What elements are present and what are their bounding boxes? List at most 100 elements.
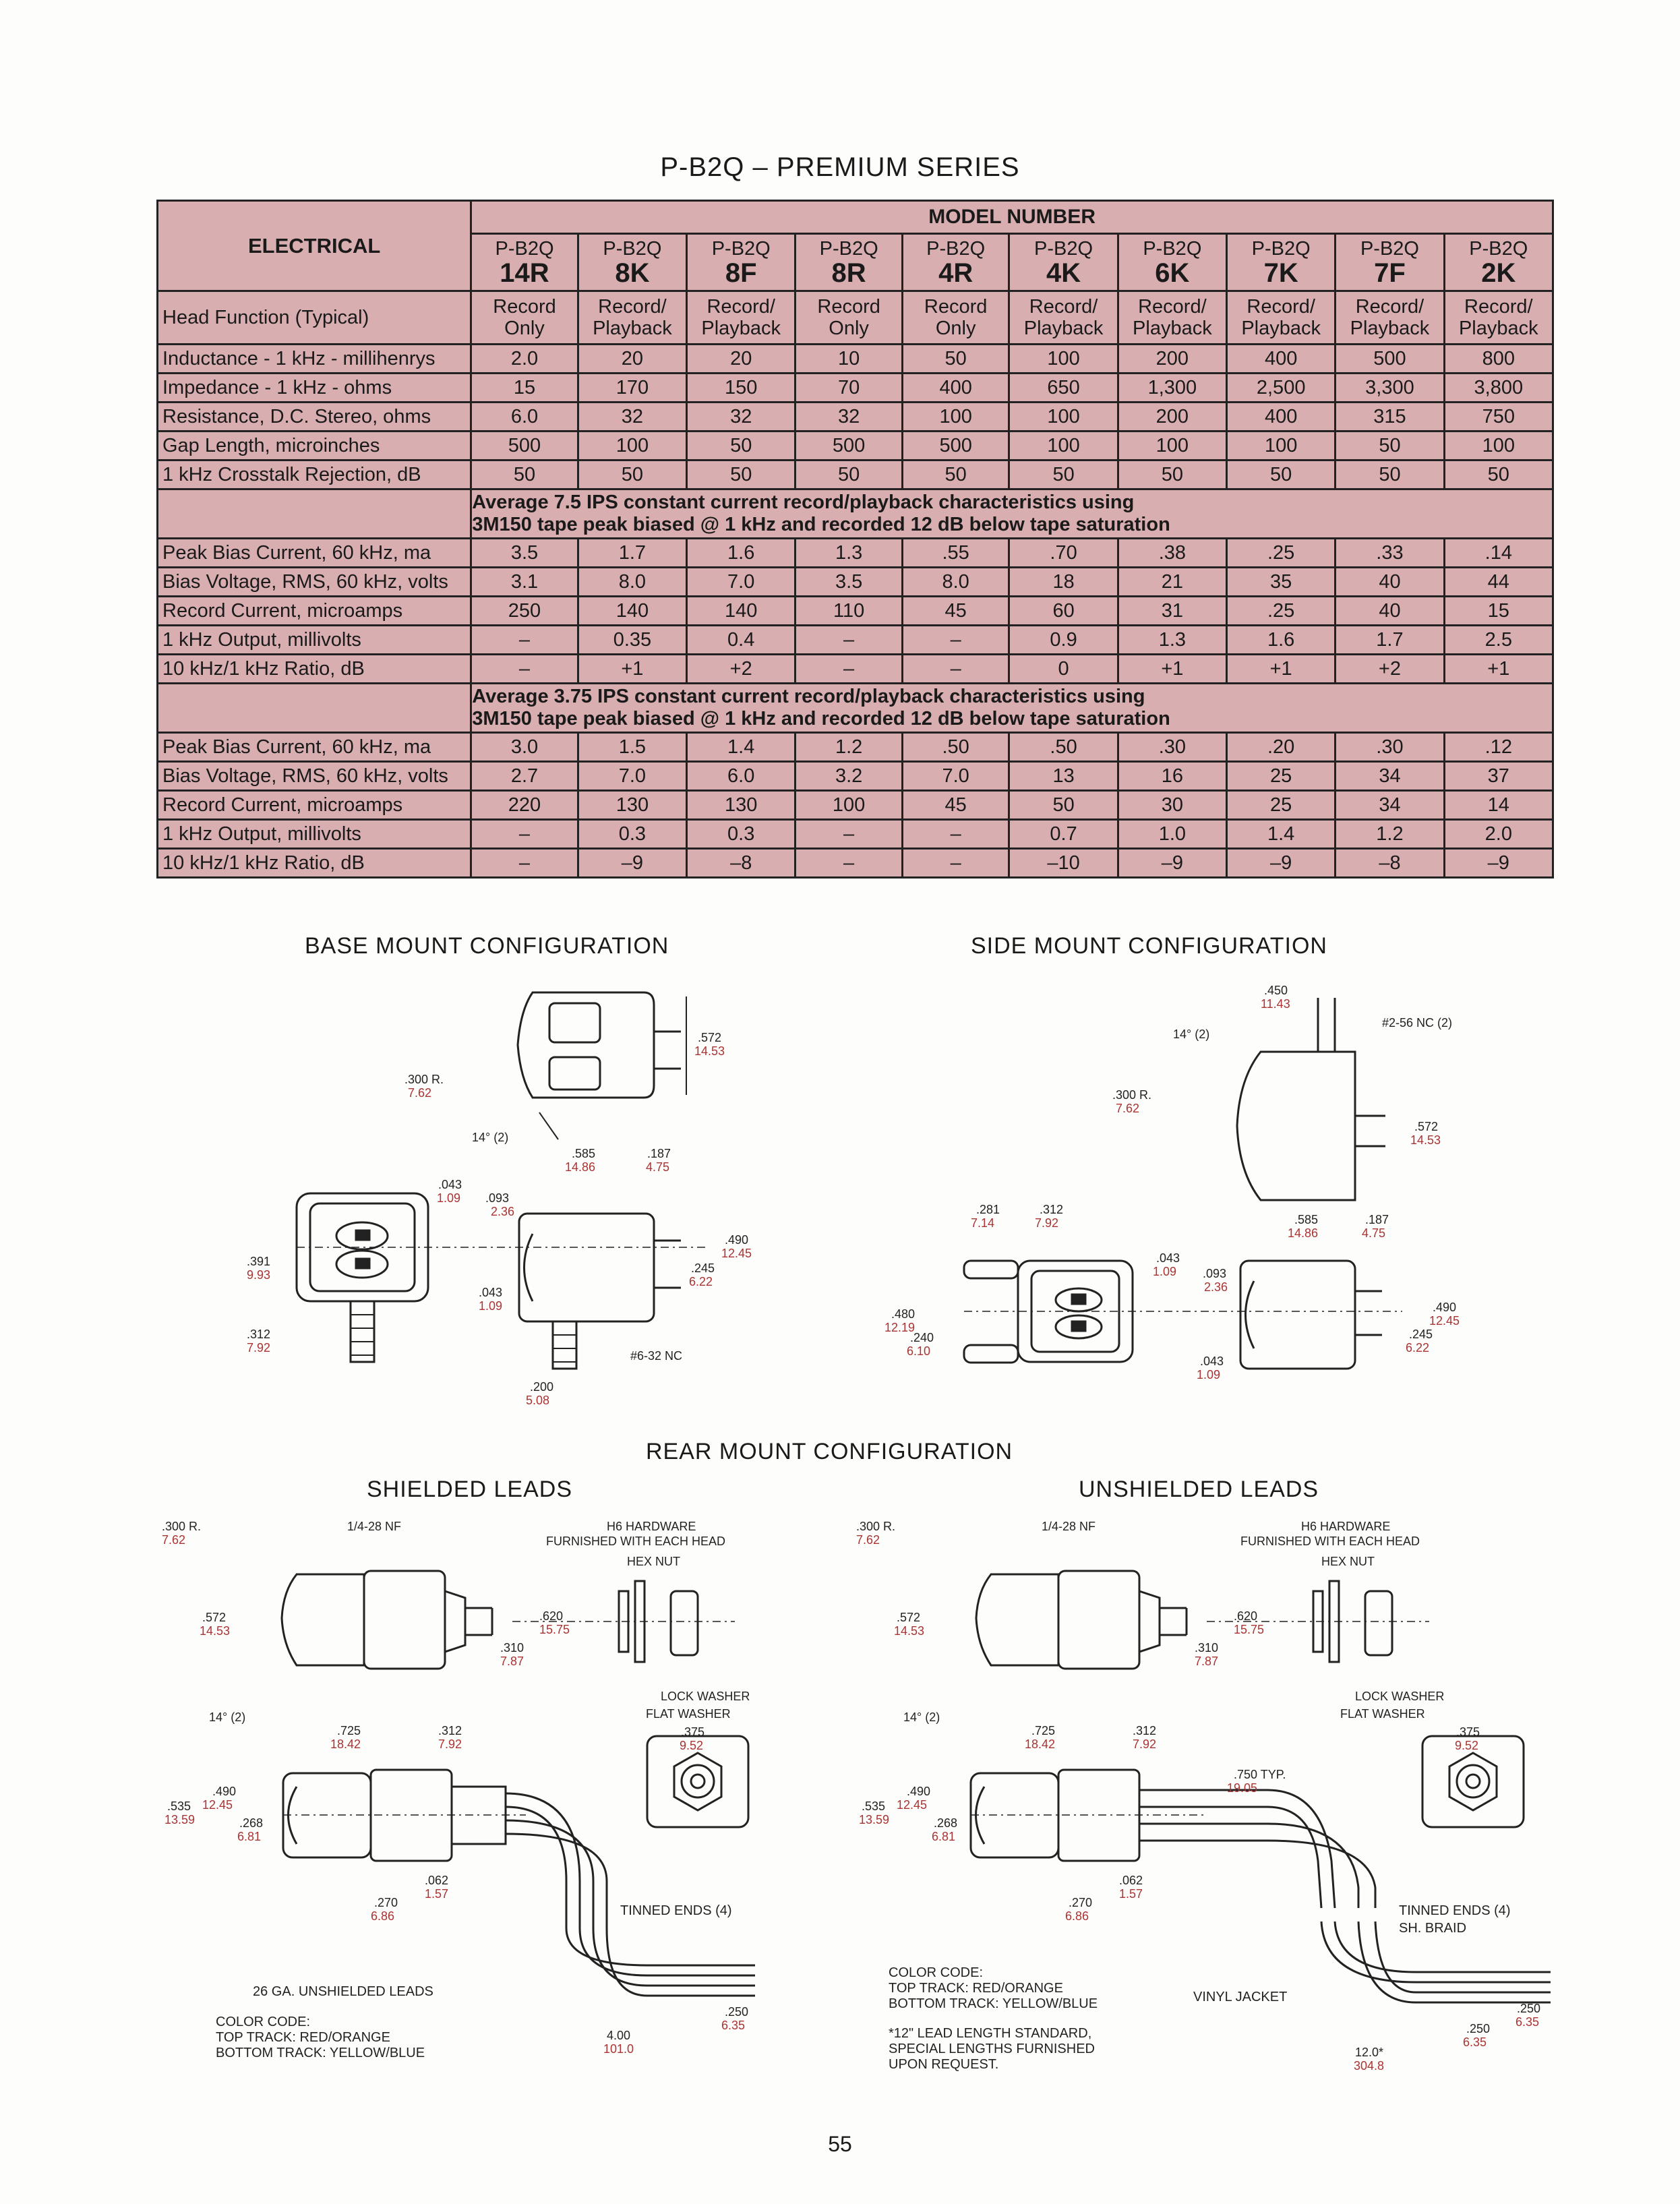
table-cell: – <box>901 847 1011 878</box>
table-cell: .50 <box>901 732 1011 763</box>
note-line: 3M150 tape peak biased @ 1 kHz and recor… <box>472 514 1170 535</box>
row-label: Bias Voltage, RMS, 60 kHz, volts <box>156 566 473 597</box>
row-label: 1 kHz Output, millivolts <box>156 818 473 850</box>
table-cell: 1.6 <box>686 537 797 568</box>
table-cell: 45 <box>901 790 1011 821</box>
table-cell: – <box>901 624 1011 655</box>
table-cell: 30 <box>1116 790 1228 821</box>
dim-label: FURNISHED WITH EACH HEAD <box>1240 1535 1420 1548</box>
table-cell: 0.7 <box>1008 818 1119 850</box>
dim-label: 6.22 <box>689 1275 713 1288</box>
dim-label: .490 <box>1433 1301 1456 1314</box>
dim-label: .312 <box>1133 1724 1156 1737</box>
table-cell: 250 <box>470 595 579 626</box>
dim-label: .310 <box>1195 1641 1218 1655</box>
shielded-side-view <box>282 1768 755 1997</box>
table-cell: –9 <box>1226 847 1337 878</box>
cell-line: Playback <box>1458 318 1538 339</box>
cell-line: Record <box>924 296 988 318</box>
table-cell: 100 <box>1226 430 1337 461</box>
model-code: 8F <box>725 258 757 288</box>
dim-label: 4.75 <box>1362 1226 1385 1240</box>
dim-label: 12.45 <box>721 1247 752 1260</box>
table-cell: 50 <box>794 459 903 490</box>
dim-label: 5.08 <box>526 1394 549 1407</box>
table-cell: 650 <box>1008 372 1119 403</box>
dim-label: SPECIAL LENGTHS FURNISHED <box>889 2042 1095 2056</box>
dim-label: 9.93 <box>247 1268 270 1282</box>
dim-label: .250 <box>1466 2022 1490 2035</box>
dim-label: COLOR CODE: <box>216 2015 310 2029</box>
table-cell: 3.2 <box>794 761 903 792</box>
table-cell: +2 <box>1334 653 1445 684</box>
table-cell: +2 <box>686 653 797 684</box>
dim-label: .490 <box>907 1785 930 1798</box>
unshielded-side-view <box>969 1768 1551 2004</box>
dim-label: .535 <box>167 1799 191 1813</box>
dim-label: 6.35 <box>721 2019 745 2032</box>
table-cell: 140 <box>686 595 797 626</box>
table-cell: 170 <box>576 372 688 403</box>
table-cell: 400 <box>901 372 1011 403</box>
model-prefix: P-B2Q <box>711 238 771 260</box>
dim-label: 14.53 <box>200 1624 230 1638</box>
dim-label: .535 <box>862 1799 885 1813</box>
dim-label: .093 <box>1203 1267 1226 1280</box>
row-label: Gap Length, microinches <box>156 430 473 461</box>
dim-label: .300 R. <box>404 1073 444 1086</box>
dim-label: 14.86 <box>565 1160 595 1174</box>
dim-label: .375 <box>1456 1725 1480 1739</box>
table-cell: 31 <box>1116 595 1228 626</box>
cell-line: Only <box>504 318 545 339</box>
table-cell: 500 <box>1334 343 1445 374</box>
table-cell: 100 <box>1116 430 1228 461</box>
dim-label: .250 <box>1517 2002 1540 2015</box>
dim-label: .572 <box>202 1611 226 1624</box>
dim-label: #6-32 NC <box>630 1349 682 1363</box>
unshielded-heading: UNSHIELDED LEADS <box>1079 1477 1319 1502</box>
test-conditions-note: Average 3.75 IPS constant current record… <box>470 682 1554 734</box>
table-row: 10 kHz/1 kHz Ratio, dB––9–8–––10–9–9–8–9 <box>156 847 1555 878</box>
table-cell: 200 <box>1116 401 1228 432</box>
table-cell: 50 <box>1334 430 1445 461</box>
dim-label: 14° (2) <box>903 1710 940 1724</box>
table-cell: 0.4 <box>686 624 797 655</box>
table-cell: +1 <box>1443 653 1555 684</box>
table-cell: .12 <box>1443 732 1555 763</box>
cell-line: Record/ <box>1138 296 1207 318</box>
table-cell: 1,300 <box>1116 372 1228 403</box>
table-cell: Record/Playback <box>1008 290 1119 345</box>
dim-label: 7.14 <box>971 1216 994 1230</box>
dim-label: 26 GA. UNSHIELDED LEADS <box>253 1984 433 1999</box>
table-cell: 18 <box>1008 566 1119 597</box>
dim-label: 7.92 <box>438 1737 462 1751</box>
table-cell: – <box>901 818 1011 850</box>
table-cell: 34 <box>1334 790 1445 821</box>
table-cell: 750 <box>1443 401 1555 432</box>
table-cell: .33 <box>1334 537 1445 568</box>
cell-line: Playback <box>1350 318 1430 339</box>
dim-label: 14° (2) <box>1173 1027 1209 1041</box>
cell-line: Only <box>829 318 869 339</box>
table-cell: .38 <box>1116 537 1228 568</box>
table-cell: –9 <box>1116 847 1228 878</box>
note-row: Average 7.5 IPS constant current record/… <box>156 488 1554 539</box>
table-cell: – <box>470 818 579 850</box>
table-cell: 44 <box>1443 566 1555 597</box>
model-code: 14R <box>500 258 549 288</box>
model-code: 4R <box>938 258 973 288</box>
table-cell: 0.3 <box>576 818 688 850</box>
dim-label: LOCK WASHER <box>1355 1690 1444 1703</box>
table-cell: 2.7 <box>470 761 579 792</box>
dim-label: 2.36 <box>491 1205 514 1218</box>
dim-label: 14.53 <box>694 1044 725 1058</box>
dim-label: .062 <box>425 1874 448 1887</box>
model-code: 6K <box>1155 258 1190 288</box>
